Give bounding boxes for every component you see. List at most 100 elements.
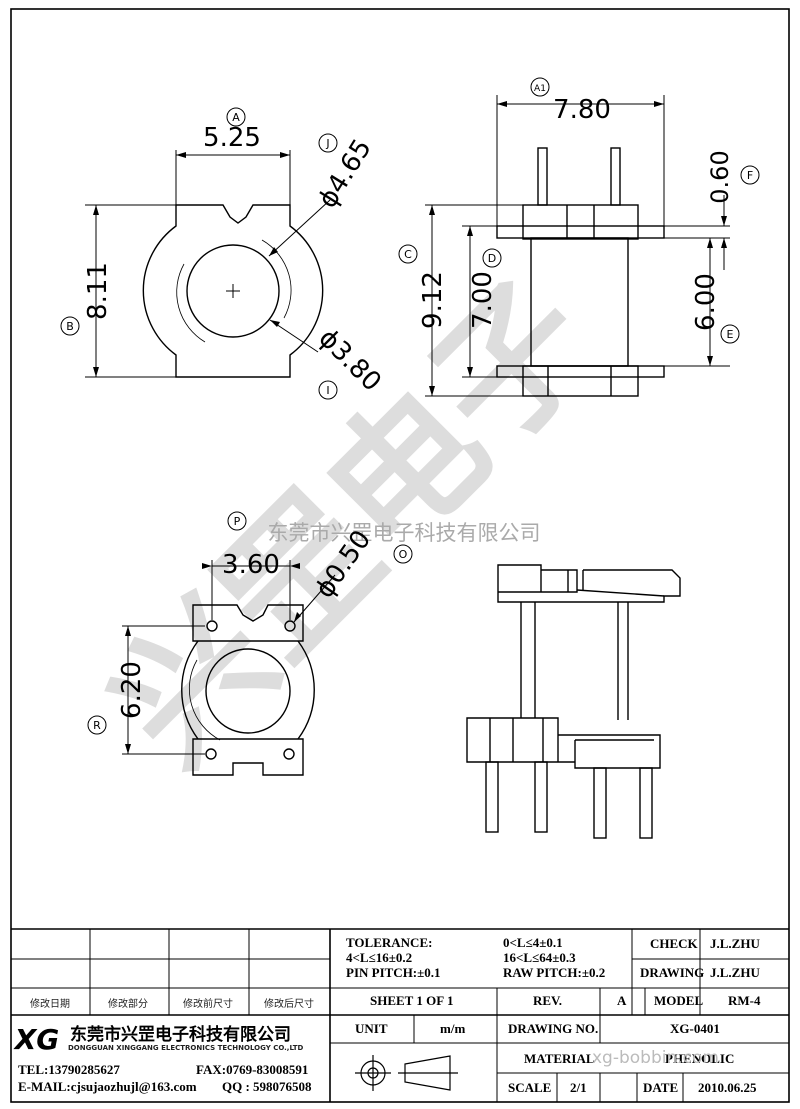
projection-cone: [404, 1055, 451, 1091]
bottom-view-arc: [188, 659, 221, 741]
top-plate: [496, 225, 665, 239]
tolerance-range-2: 4<L≤16±0.2: [346, 950, 413, 965]
iso-edge: [576, 589, 665, 597]
drawing-label: DRAWING: [640, 965, 705, 980]
logo-box: [14, 1018, 60, 1056]
arrow: [290, 563, 300, 569]
check-label: CHECK: [650, 936, 698, 951]
iso-pin: [593, 767, 607, 839]
drawing-no-value: XG-0401: [670, 1021, 720, 1036]
callout-e: E: [727, 328, 734, 341]
arrow: [202, 563, 212, 569]
callout-circle: [740, 165, 760, 185]
arrow: [93, 367, 99, 377]
pin-hole: [283, 748, 295, 760]
leader-line: [293, 574, 336, 623]
revision-header-after: 修改后尺寸: [264, 999, 314, 1010]
dim-text: 6.00: [691, 273, 721, 331]
top-flange: [522, 204, 639, 240]
callout-circle: [398, 244, 418, 264]
callout-circle: [318, 380, 338, 400]
callout-letters: A A1 B C D E F I J O P R: [66, 84, 753, 732]
bottom-view-body: [181, 640, 199, 740]
check-value: J.L.ZHU: [710, 936, 760, 951]
fax: FAX:0769-83008591: [196, 1062, 309, 1077]
revision-header-before: 修改前尺寸: [183, 999, 233, 1010]
arrow: [707, 356, 713, 366]
tolerance-range-1: 0<L≤4±0.1: [503, 935, 563, 950]
arrow: [721, 216, 727, 226]
unit-label: UNIT: [355, 1021, 388, 1036]
arrow: [125, 626, 131, 636]
date-label: DATE: [643, 1080, 679, 1095]
dim-text: 9.12: [418, 271, 448, 329]
arrow: [429, 205, 435, 215]
top-view: [85, 150, 331, 378]
callout-circle: [720, 324, 740, 344]
top-view-outline: [142, 204, 324, 378]
side-view: [425, 95, 730, 397]
watermark-company: 东莞市兴罡电子科技有限公司: [268, 521, 541, 545]
top-view-arc-1: [261, 239, 292, 319]
sheet-border: [10, 8, 790, 1103]
dim-text: 7.80: [553, 95, 611, 125]
bottom-flange-top: [192, 604, 304, 642]
callout-r: R: [93, 719, 101, 732]
dim-text: 6.20: [117, 661, 147, 719]
email: E-MAIL:cjsujaozhujl@163.com: [18, 1079, 197, 1094]
dim-text: 3.60: [222, 550, 280, 580]
company-name-en: DONGGUAN XINGGANG ELECTRONICS TECHNOLOGY…: [68, 1044, 304, 1052]
arrow: [294, 612, 301, 622]
callout-circle: [530, 77, 550, 97]
callout-d: D: [488, 252, 496, 265]
rev-label: REV.: [533, 993, 563, 1008]
arrow: [125, 744, 131, 754]
pin-hole: [206, 620, 218, 632]
dim-text: 5.25: [203, 123, 261, 153]
revision-header-date: 修改日期: [30, 999, 70, 1010]
company-logo: XG: [13, 1018, 60, 1056]
rev-value: A: [617, 993, 627, 1008]
dim-text: 7.00: [468, 271, 498, 329]
callout-i: I: [326, 384, 329, 397]
arrow: [176, 152, 186, 158]
iso-top-flange: [497, 564, 681, 603]
pin-top-right: [610, 147, 621, 206]
leader-line: [268, 199, 331, 257]
callout-circle: [226, 107, 246, 127]
callout-b: B: [66, 320, 74, 333]
leader-line: [269, 319, 319, 353]
title-block-grid: [11, 928, 789, 1102]
bottom-flange-bottom: [192, 738, 304, 776]
pin-pitch: PIN PITCH:±0.1: [346, 965, 441, 980]
top-view-inner-circle: [186, 244, 280, 338]
callout-circle: [393, 544, 413, 564]
arrow: [269, 247, 278, 256]
bottom-view: [122, 560, 336, 776]
arrow: [497, 101, 507, 107]
pin-top-left: [537, 147, 548, 206]
arrow: [654, 101, 664, 107]
arrow: [721, 238, 727, 248]
logo-text: XG: [13, 1023, 60, 1056]
material-value: PHENOLIC: [665, 1051, 735, 1066]
raw-pitch: RAW PITCH:±0.2: [503, 965, 606, 980]
dim-text: 0.60: [706, 150, 734, 203]
bottom-flange: [522, 365, 639, 397]
callout-o: O: [399, 548, 408, 561]
isometric-view: [466, 564, 681, 839]
qq: QQ : 598076508: [222, 1079, 312, 1094]
revision-header-part: 修改部分: [108, 999, 148, 1010]
callout-a1: A1: [534, 84, 546, 94]
drawing-value: J.L.ZHU: [710, 965, 760, 980]
pin-hole: [284, 620, 296, 632]
scale-value: 2/1: [570, 1080, 587, 1095]
bottom-view-hole: [205, 648, 291, 734]
bottom-view-body: [297, 640, 315, 740]
iso-pin: [534, 761, 548, 833]
tolerance-range-3: 16<L≤64±0.3: [503, 950, 576, 965]
tolerance-label: TOLERANCE:: [346, 935, 433, 950]
model-label: MODEL: [654, 993, 704, 1008]
pin-hole: [205, 748, 217, 760]
